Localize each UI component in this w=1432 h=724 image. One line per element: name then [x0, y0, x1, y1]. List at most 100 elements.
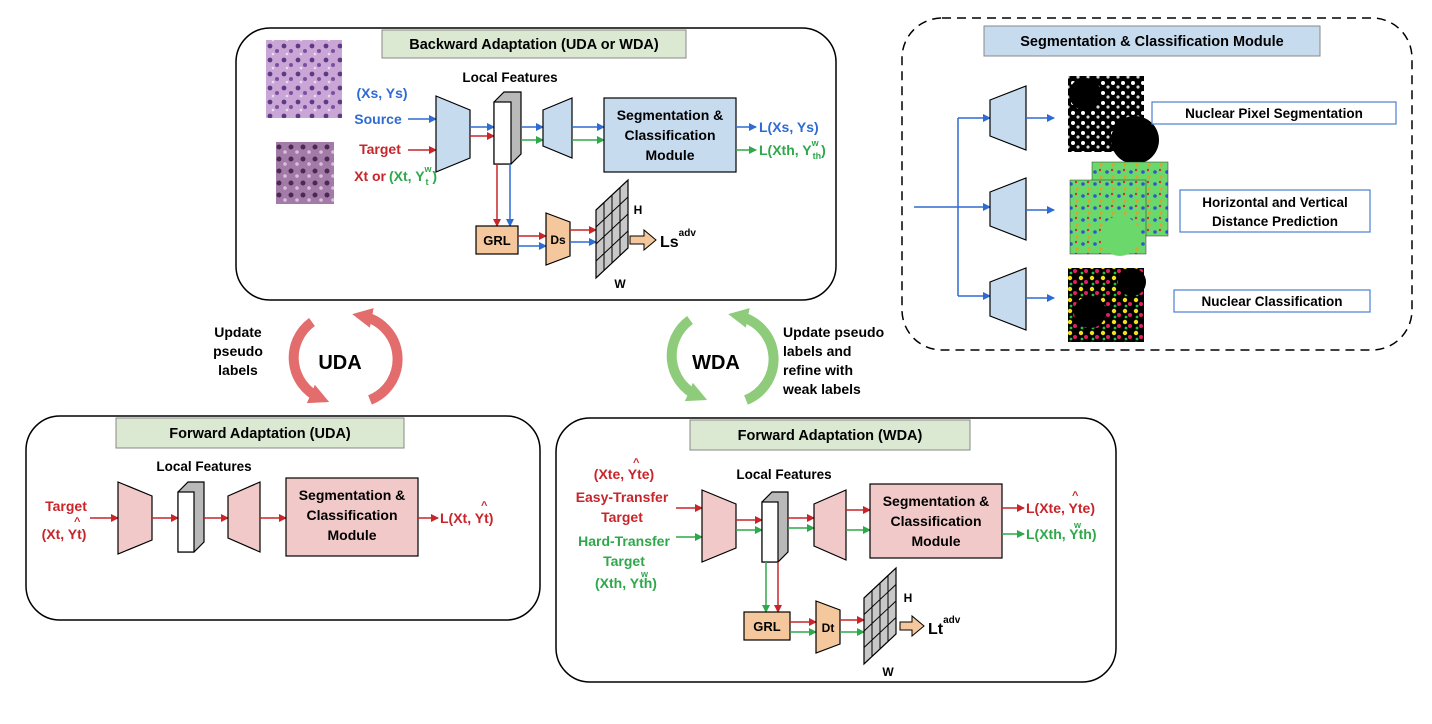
uda-cycle-arrow-right [352, 308, 403, 405]
nuclear-class-map [1068, 268, 1146, 342]
fwda-loss-w: w [1073, 520, 1082, 530]
hv-label-1: Horizontal and Vertical [1202, 195, 1348, 210]
uda-text-1: Update [214, 324, 262, 340]
fwda-xth-yth: (Xth, Yth) [595, 575, 657, 591]
backward-encoder [435, 95, 471, 173]
wda-cycle-arrow-left [666, 315, 708, 402]
wda-cycle-arrow-right [728, 308, 779, 405]
fuda-loss-hat: ^ [481, 500, 488, 512]
seg-decoder-2 [989, 177, 1027, 241]
wda-cycle-label: WDA [692, 352, 740, 374]
forward-wda-seg-module [869, 483, 1003, 559]
forward-uda-title: Forward Adaptation (UDA) [169, 426, 351, 442]
fwda-grl-label: GRL [753, 619, 781, 634]
fwda-hard-2: Target [603, 553, 645, 569]
nuclear-pixel-box [1151, 101, 1397, 125]
backward-adv-arrow [629, 228, 657, 252]
backward-panel [235, 27, 837, 301]
backward-ds-label: Ds [550, 233, 566, 247]
fwda-easy-1: Easy-Transfer [576, 489, 669, 505]
fwda-grid-h: H [904, 591, 913, 605]
nuclear-pixel-label: Nuclear Pixel Segmentation [1185, 106, 1363, 121]
nuclear-class-box [1173, 289, 1371, 313]
seg-decoder-3 [989, 267, 1027, 331]
tissue-image-source [266, 40, 342, 118]
nuclear-pixel-mask [1068, 76, 1159, 164]
fwda-seg-text3: Module [912, 533, 961, 549]
fwda-loss-te: L(Xte, Yte) [1026, 500, 1095, 516]
uda-text-2: pseudo [213, 343, 263, 359]
forward-wda-title: Forward Adaptation (WDA) [738, 428, 923, 444]
fwda-loss-th: L(Xth, Yth) [1026, 526, 1097, 542]
backward-grl-label: GRL [483, 233, 511, 248]
nuclear-class-label: Nuclear Classification [1201, 294, 1342, 309]
forward-uda-local-features: Local Features [156, 459, 251, 474]
target-label: Target [359, 141, 401, 157]
forward-wda-discriminator [815, 600, 841, 654]
fuda-seg-text1: Segmentation & [299, 487, 406, 503]
backward-loss-s: L(Xs, Ys) [759, 119, 819, 135]
backward-title: Backward Adaptation (UDA or WDA) [409, 37, 659, 53]
forward-uda-xt-yt: (Xt, Yt) [42, 526, 87, 542]
forward-uda-title-box [115, 417, 405, 449]
fwda-grid-w: W [882, 665, 894, 679]
forward-uda-feature-front [177, 491, 195, 553]
forward-wda-grl [743, 611, 791, 641]
uda-text-3: labels [218, 362, 258, 378]
forward-uda-loss: L(Xt, Yt) [440, 510, 493, 526]
backward-seg-text3: Module [646, 147, 695, 163]
fwda-seg-text2: Classification [890, 513, 981, 529]
backward-feature-front [493, 101, 512, 165]
fwda-seg-text1: Segmentation & [883, 493, 990, 509]
fwda-xth-w: w [640, 569, 649, 579]
backward-grl [475, 225, 519, 255]
backward-title-box [381, 29, 687, 59]
forward-wda-encoder [701, 489, 737, 563]
fwda-dt-label: Dt [822, 621, 835, 635]
forward-wda-output-grid [863, 566, 897, 666]
source-label: Source [354, 111, 402, 127]
forward-uda-panel [25, 415, 541, 621]
forward-wda-feature-front [761, 501, 779, 563]
uda-cycle-label: UDA [318, 352, 361, 374]
xs-ys-label: (Xs, Ys) [356, 85, 407, 101]
fuda-seg-text3: Module [328, 527, 377, 543]
backward-ls-adv: Lsadv [660, 228, 696, 251]
backward-discriminator [545, 212, 571, 266]
forward-wda-decoder [813, 489, 847, 561]
fwda-xte-yte: (Xte, Yte) [594, 466, 654, 482]
seg-module-title-box [983, 25, 1321, 57]
backward-seg-text2: Classification [624, 127, 715, 143]
backward-local-features: Local Features [462, 70, 557, 85]
backward-seg-module [603, 97, 737, 173]
forward-wda-title-box [689, 419, 971, 451]
seg-module-panel [901, 17, 1413, 351]
fwda-hard-1: Hard-Transfer [578, 533, 670, 549]
wda-text-3: refine with [783, 362, 853, 378]
wda-text-4: weak labels [782, 381, 861, 397]
xt-or-label: Xt or [354, 168, 386, 184]
backward-grid-h: H [634, 203, 643, 217]
forward-uda-decoder [227, 481, 261, 553]
seg-decoder-1 [989, 85, 1027, 151]
fwda-lt-adv: Ltadv [928, 615, 961, 638]
forward-uda-encoder [117, 481, 153, 555]
wda-text-1: Update pseudo [783, 324, 884, 340]
forward-uda-target: Target [45, 498, 87, 514]
fwda-local-features: Local Features [736, 467, 831, 482]
hv-box [1179, 189, 1371, 233]
backward-output-grid [595, 178, 629, 280]
forward-uda-hat: ^ [74, 516, 81, 528]
hv-label-2: Distance Prediction [1212, 214, 1338, 229]
fwda-xte-hat: ^ [633, 457, 640, 469]
fwda-easy-2: Target [601, 509, 643, 525]
uda-cycle-arrow-left [288, 317, 330, 404]
forward-wda-panel [555, 417, 1117, 683]
backward-seg-text1: Segmentation & [617, 107, 724, 123]
seg-module-title: Segmentation & Classification Module [1020, 34, 1283, 50]
forward-uda-seg-module [285, 477, 419, 557]
